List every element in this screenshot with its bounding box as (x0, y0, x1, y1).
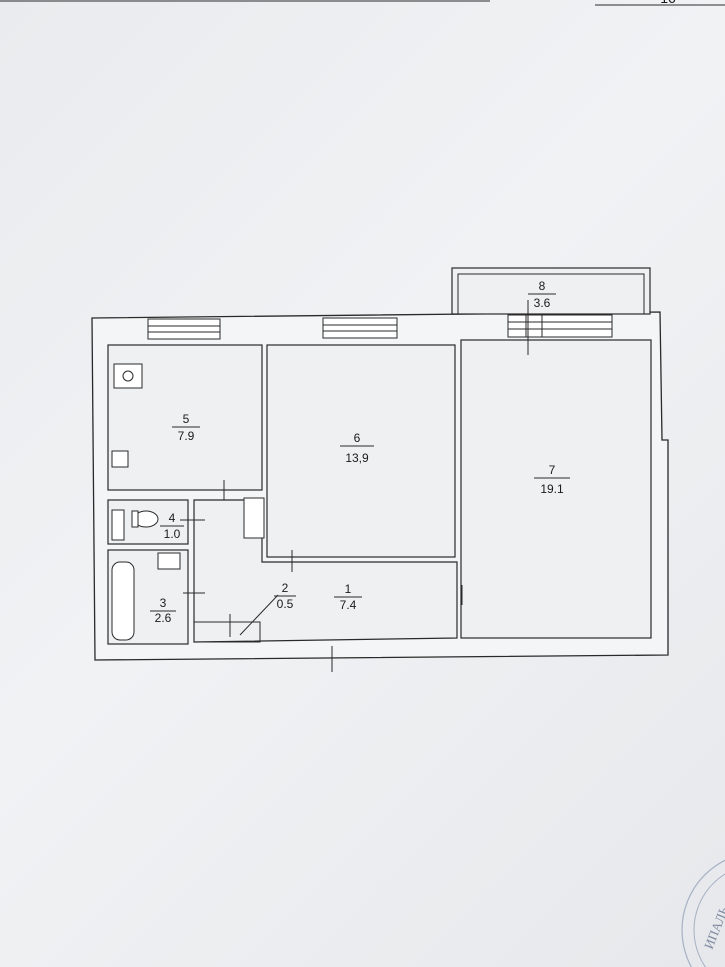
svg-text:2.6: 2.6 (155, 611, 172, 625)
svg-text:13,9: 13,9 (345, 451, 369, 465)
svg-text:8: 8 (539, 279, 546, 293)
rooms (107, 339, 652, 645)
svg-text:7.4: 7.4 (340, 598, 357, 612)
fixtures (111, 363, 265, 641)
svg-text:0.5: 0.5 (277, 597, 294, 611)
room-label-4: 4 1.0 (160, 511, 184, 541)
room-7 (460, 339, 652, 639)
room-label-7: 7 19.1 (534, 463, 570, 496)
header-fragment: 16 (660, 0, 676, 6)
svg-text:1.0: 1.0 (164, 527, 181, 541)
windows (147, 314, 613, 340)
room-label-1: 1 7.4 (334, 582, 362, 612)
svg-text:7.9: 7.9 (178, 429, 195, 443)
svg-text:5: 5 (183, 412, 190, 426)
room-label-8: 8 3.6 (528, 279, 556, 310)
svg-text:3.6: 3.6 (534, 296, 551, 310)
balcony (451, 267, 651, 315)
svg-text:7: 7 (549, 463, 556, 477)
room-5 (107, 344, 263, 491)
stamp: ИПАЛЬ (681, 859, 725, 967)
svg-text:4: 4 (169, 511, 176, 525)
stamp-text: ИПАЛЬ (701, 904, 725, 951)
door-marks (180, 300, 529, 672)
svg-text:19.1: 19.1 (540, 482, 564, 496)
svg-text:2: 2 (282, 581, 289, 595)
room-label-5: 5 7.9 (172, 412, 200, 443)
svg-text:3: 3 (160, 596, 167, 610)
room-label-6: 6 13,9 (340, 431, 374, 465)
room-label-3: 3 2.6 (150, 596, 176, 625)
svg-text:1: 1 (345, 582, 352, 596)
svg-text:6: 6 (354, 431, 361, 445)
room-6 (266, 344, 456, 558)
room-label-2: 2 0.5 (274, 581, 296, 611)
